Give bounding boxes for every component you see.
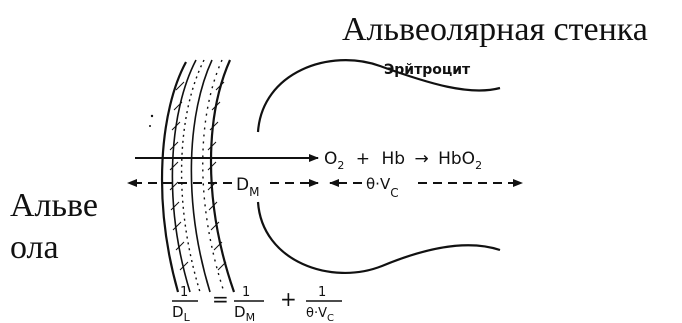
- erythrocyte-label: Эрйтроцит: [384, 62, 471, 78]
- erythrocyte-outline-top: [256, 59, 501, 133]
- eq-plus: +: [280, 287, 297, 311]
- alveolar-membrane: [160, 59, 236, 293]
- alveola-label-line2: ола: [10, 229, 59, 266]
- theta-vc-label: θ·VC: [366, 175, 399, 200]
- membrane-line-6: [209, 59, 236, 293]
- eq-lhs-denominator: DL: [172, 303, 191, 323]
- diffusion-equation: 1 DL = 1 DM + 1 θ·VC: [172, 285, 342, 323]
- erythrocyte-outline-bottom: [256, 201, 501, 274]
- eq-t2-numerator: 1: [318, 285, 326, 300]
- membrane-line-1: [160, 61, 187, 293]
- eq-lhs-numerator: 1: [180, 285, 188, 300]
- membrane-line-5: [202, 59, 225, 293]
- membrane-hatch: [169, 81, 227, 271]
- membrane-line-2: [171, 59, 197, 293]
- reaction-equation: O2 + Hb → HbO2: [324, 149, 482, 174]
- alveolar-wall-label: Альвеолярная стенка: [342, 11, 648, 48]
- specks: [149, 114, 154, 127]
- eq-t1-denominator: DM: [234, 303, 255, 323]
- dm-label: DM: [236, 175, 259, 199]
- eq-equals: =: [212, 287, 229, 311]
- eq-t2-denominator: θ·VC: [306, 306, 334, 323]
- eq-t1-numerator: 1: [242, 285, 250, 300]
- alveola-label-line1: Альве: [10, 187, 98, 224]
- membrane-line-4: [190, 59, 213, 293]
